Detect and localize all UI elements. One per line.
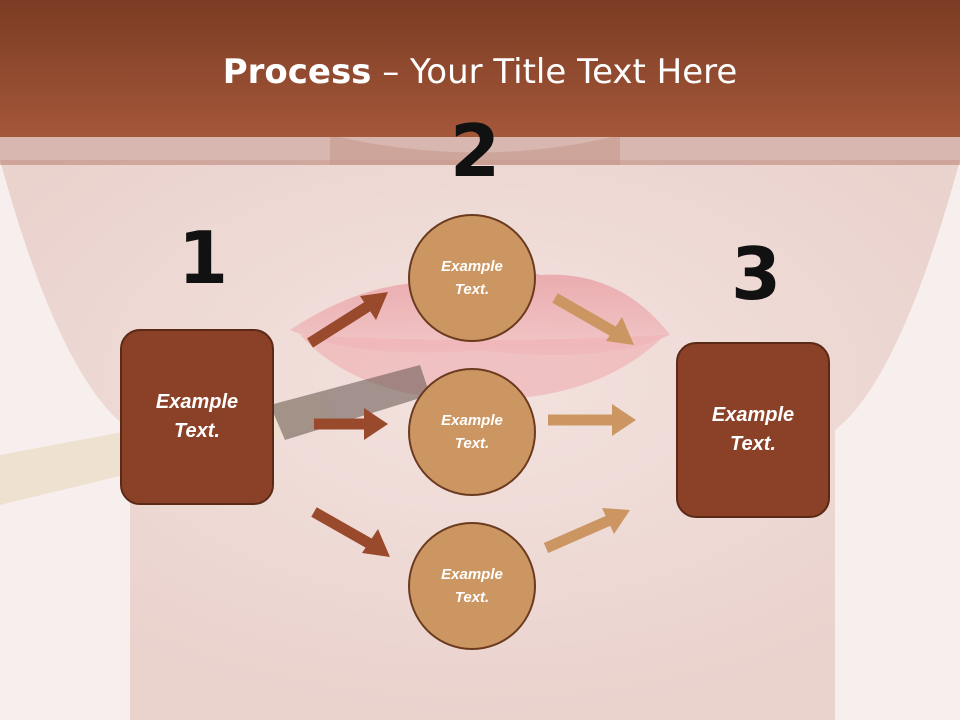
title-bold: Process [222,52,372,92]
circle-top-line2: Text. [454,281,490,298]
arrow-2-middle-to-3 [548,404,636,436]
step-number-2: 2 [450,109,501,193]
circle-bottom-line1: Example [441,566,503,583]
arrow-2-top-to-3 [552,293,634,345]
header-band [0,137,960,165]
circle-middle-line2: Text. [454,435,490,452]
step-1-text-line2: Text. [174,420,220,442]
step-number-1: 1 [178,216,229,300]
step-3-text-line1: Example [711,404,795,426]
step-3-text-line2: Text. [730,433,776,455]
step-1-text-line1: Example [155,391,239,413]
arrow-1-to-2-top [307,292,388,348]
title-rest: – Your Title Text Here [371,52,738,92]
circle-middle-line1: Example [441,412,503,429]
arrow-1-to-2-middle [314,408,388,440]
slide-title: Process – Your Title Text Here [0,52,960,92]
step-number-3: 3 [731,232,782,316]
circle-bottom-line2: Text. [454,589,490,606]
circle-top-line1: Example [441,258,503,275]
arrow-2-bottom-to-3 [543,508,630,554]
arrow-1-to-2-bottom [311,507,390,557]
title-bar [0,0,960,137]
